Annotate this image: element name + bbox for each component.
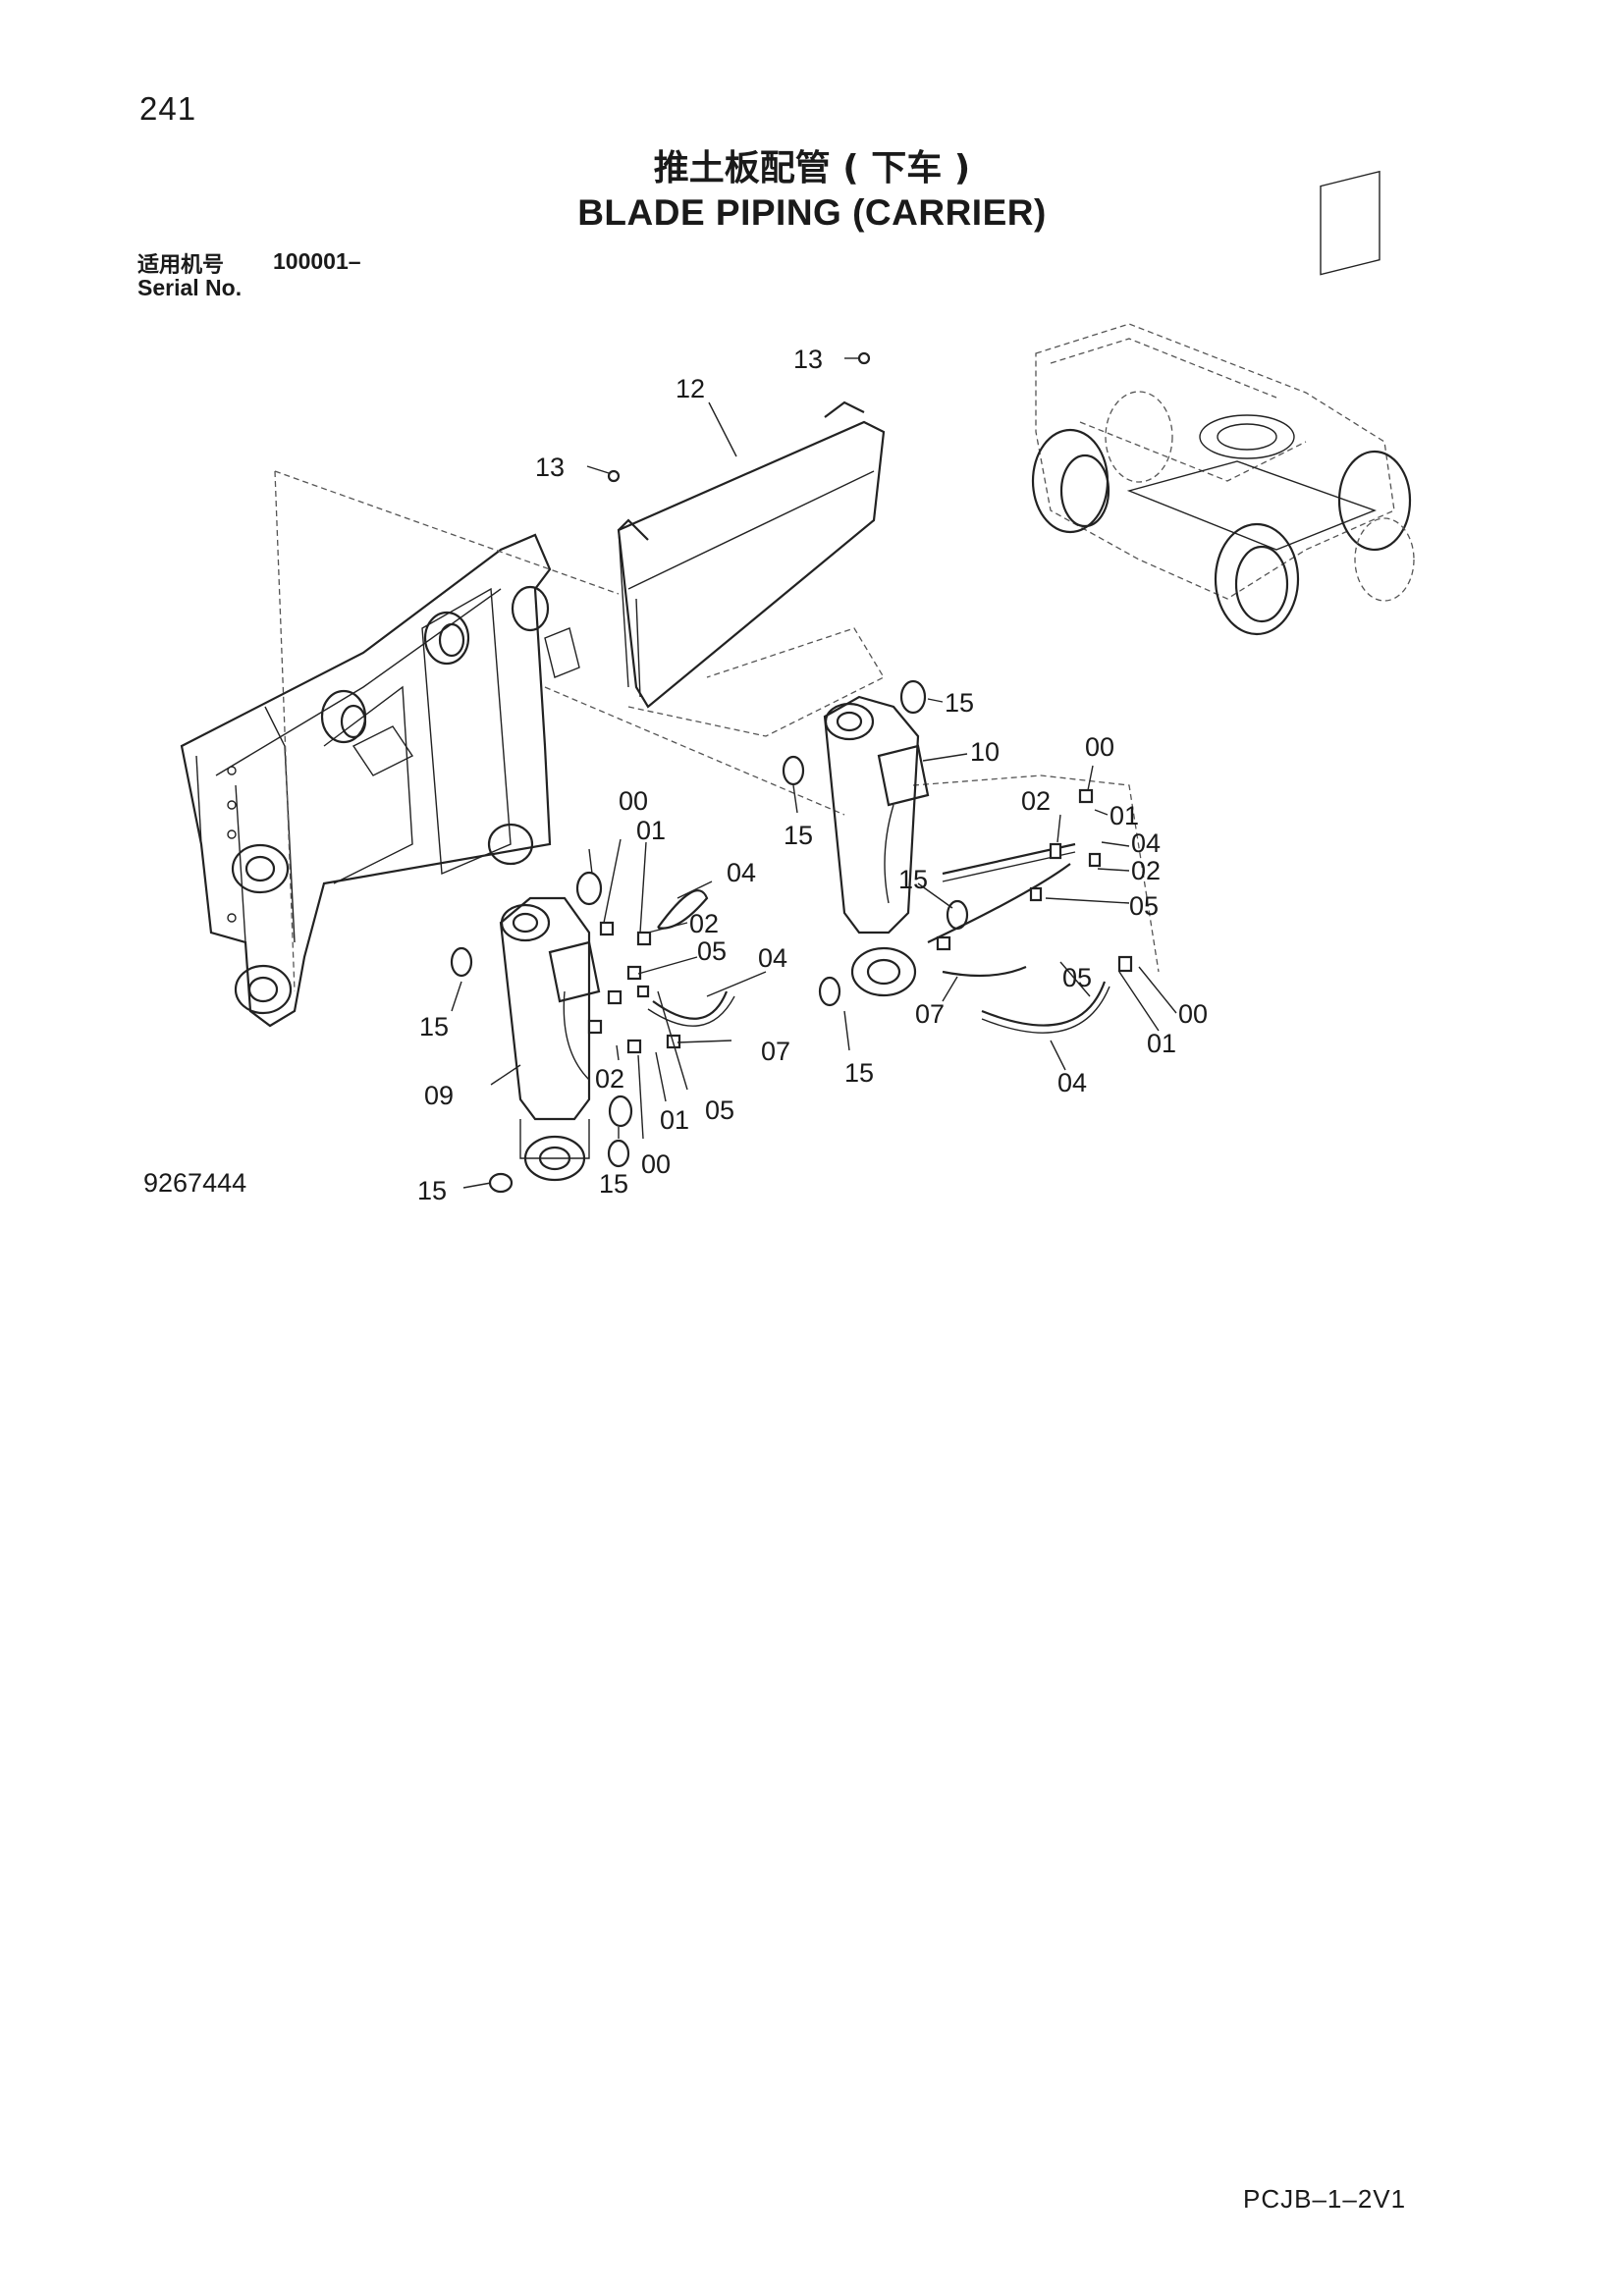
callout: 07 (761, 1037, 790, 1066)
callout: 01 (1147, 1029, 1176, 1058)
callout: 15 (945, 688, 974, 718)
callout: 05 (1129, 891, 1159, 921)
callout: 02 (1021, 786, 1051, 816)
callout: 04 (727, 858, 756, 887)
title-chinese: 推土板配管 ( 下车 ) (653, 148, 971, 188)
projection-lines (274, 470, 1160, 992)
callout: 01 (660, 1105, 689, 1135)
callout: 10 (970, 737, 1000, 767)
document-code: PCJB–1–2V1 (1243, 2184, 1407, 2214)
carrier-illustration (1031, 170, 1415, 636)
serial-number-range: 100001– (273, 248, 361, 274)
leader-lines (451, 357, 1177, 1189)
callout: 15 (844, 1058, 874, 1088)
page-number: 241 (139, 90, 197, 127)
part-callouts: 13 12 13 15 10 00 02 01 04 02 05 15 15 0… (417, 345, 1208, 1205)
callout: 15 (599, 1169, 628, 1199)
left-blade-cylinder (499, 896, 601, 1182)
callout: 15 (898, 865, 928, 894)
serial-label-english: Serial No. (137, 275, 243, 300)
callout: 04 (758, 943, 787, 973)
fittings (587, 788, 1133, 1054)
serial-label-chinese: 适用机号 (137, 253, 225, 278)
callout: 00 (641, 1149, 671, 1179)
callout: 15 (419, 1012, 449, 1041)
callout: 05 (697, 936, 727, 966)
callout: 15 (417, 1176, 447, 1205)
callout: 12 (676, 374, 705, 403)
callout: 00 (1178, 999, 1208, 1029)
callout: 02 (689, 909, 719, 938)
callout: 13 (535, 453, 565, 482)
callout: 02 (1131, 856, 1161, 885)
title-english: BLADE PIPING (CARRIER) (577, 192, 1047, 233)
drawing-number: 9267444 (143, 1168, 247, 1198)
callout: 04 (1057, 1068, 1087, 1097)
callout: 02 (595, 1064, 624, 1094)
callout: 01 (1110, 801, 1139, 830)
blade-frame (180, 533, 580, 1028)
right-blade-cylinder (823, 695, 930, 997)
callout: 00 (619, 786, 648, 816)
callout: 09 (424, 1081, 454, 1110)
callout: 04 (1131, 828, 1161, 858)
callout: 07 (915, 999, 945, 1029)
callout: 15 (784, 821, 813, 850)
cover-plate (607, 351, 886, 709)
callout: 01 (636, 816, 666, 845)
callout: 05 (1062, 963, 1092, 992)
exploded-parts-diagram: 13 12 13 15 10 00 02 01 04 02 05 15 15 0… (180, 170, 1415, 1205)
hoses (647, 842, 1110, 1034)
callout: 13 (793, 345, 823, 374)
callout: 00 (1085, 732, 1114, 762)
callout: 05 (705, 1095, 734, 1125)
